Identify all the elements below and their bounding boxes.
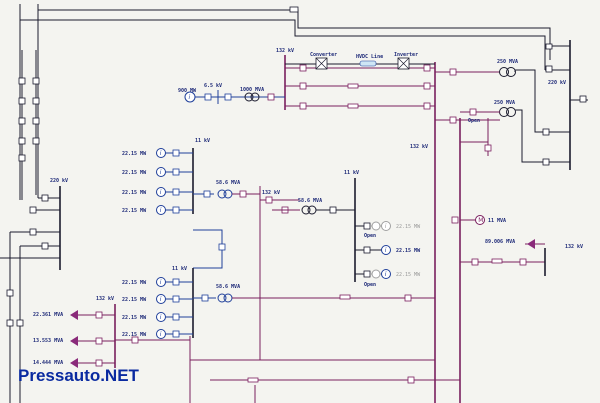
bus-132kv-top-label: 132 kV <box>276 48 294 54</box>
load-13-553mva-icon <box>70 336 78 346</box>
svg-text:i: i <box>385 247 387 254</box>
breakers-132kv <box>131 64 527 384</box>
bus-220kv-left-label: 220 kV <box>50 178 68 184</box>
svg-text:i: i <box>160 314 162 321</box>
bus-11kv-mid-label: 11 kV <box>344 170 359 176</box>
transformer-mid-icon <box>307 205 317 215</box>
converter-label: Converter <box>310 52 337 58</box>
upper-gen-1-label: 22.15 MW <box>122 151 147 157</box>
generator-900mw-label: 900 MW <box>178 88 197 94</box>
bus-11kv-lower-label: 11 kV <box>172 266 187 272</box>
bus-11kv-upper-label: 11 kV <box>195 138 210 144</box>
upper-gen-4-label: 22.15 MW <box>122 208 147 214</box>
transformer-upper-icon <box>223 189 233 199</box>
svg-text:i: i <box>160 150 162 157</box>
mid-11kv-gen-group: 58.6 MVA 11 kV i 22.15 MW Open i 22.15 M… <box>272 170 421 288</box>
bus-220kv-right-label: 220 kV <box>548 80 566 86</box>
motor-11mva-label: 11 MVA <box>488 218 506 224</box>
inverter-label: Inverter <box>394 52 418 58</box>
transformer-250mva-2-icon <box>506 107 516 117</box>
upper-gen-3-label: 22.15 MW <box>122 190 147 196</box>
lower-gen-2-label: 22.15 MW <box>122 297 147 303</box>
lower-gen-4-label: 22.15 MW <box>122 332 147 338</box>
left-loads: 22.361 MVA 13.553 MVA 14.444 MVA <box>33 310 115 368</box>
lower-gen-3-label: 22.15 MW <box>122 315 147 321</box>
svg-text:i: i <box>189 94 191 101</box>
top-gen-kv-label: 6.5 kV <box>204 83 222 89</box>
transformer-1000mva-icon <box>250 92 260 102</box>
svg-text:i: i <box>160 331 162 338</box>
transformer-lower-label: 58.6 MVA <box>216 284 240 290</box>
upper-gen-2-label: 22.15 MW <box>122 170 147 176</box>
svg-text:i: i <box>160 207 162 214</box>
watermark-text: Pressauto.NET <box>18 366 140 385</box>
svg-text:i: i <box>160 189 162 196</box>
load-13-553mva-label: 13.553 MVA <box>33 338 63 344</box>
open-label-mid-2: Open <box>364 282 376 288</box>
load-14-444mva-icon <box>70 358 78 368</box>
load-22-361mva-label: 22.361 MVA <box>33 312 63 318</box>
svg-text:i: i <box>385 223 387 230</box>
network-132kv <box>114 55 546 403</box>
transformer-lower-icon <box>223 293 233 303</box>
bus-132kv-load-label: 132 kV <box>96 296 114 302</box>
transformer-1000mva-label: 1000 MVA <box>240 87 264 93</box>
bus-132kv-right-label: 132 kV <box>565 244 583 250</box>
mid-gen-1-label: 22.15 MW <box>396 224 421 230</box>
transformer-250mva-1-label: 250 MVA <box>497 59 518 65</box>
svg-text:i: i <box>160 296 162 303</box>
mid-gen-3-label: 22.15 MW <box>396 272 421 278</box>
top-generator-group: i 900 MW 6.5 kV 1000 MVA <box>178 83 285 104</box>
svg-text:M: M <box>478 217 483 224</box>
open-label-right: Open <box>468 118 480 124</box>
lower-11kv-gen-group: i i i i 22.15 MW 22.15 MW 22.15 MW 22.15… <box>122 266 240 339</box>
load-89mva-icon <box>527 239 535 249</box>
transformer-upper-label: 58.6 MVA <box>216 180 240 186</box>
breakers-220kv <box>6 6 587 327</box>
hvdc-line-symbol <box>359 60 377 67</box>
transformer-250mva-1-icon <box>506 67 516 77</box>
right-transformers: 250 MVA 250 MVA Open <box>460 59 518 124</box>
motor-11mva-icon <box>475 215 485 225</box>
bus-132kv-gen-label: 132 kV <box>262 190 280 196</box>
bus-132kv-mid-label: 132 kV <box>410 144 428 150</box>
lower-gen-1-label: 22.15 MW <box>122 280 147 286</box>
svg-text:i: i <box>385 271 387 278</box>
transformer-250mva-2-label: 250 MVA <box>494 100 515 106</box>
svg-text:i: i <box>160 169 162 176</box>
mid-gen-2-label: 22.15 MW <box>396 248 421 254</box>
open-label-mid-1: Open <box>364 233 376 239</box>
load-22-361mva-icon <box>70 310 78 320</box>
upper-11kv-gen-group: i i i i 22.15 MW 22.15 MW 22.15 MW 22.15… <box>122 138 260 269</box>
right-loads: M 11 MVA 89.006 MVA <box>475 215 535 249</box>
svg-text:i: i <box>160 279 162 286</box>
generator-900mw-icon <box>184 91 196 103</box>
load-14-444mva-label: 14.444 MVA <box>33 360 63 366</box>
transformer-mid-label: 58.6 MVA <box>298 198 322 204</box>
hvdc-link: Converter HVDC Line Inverter <box>285 52 435 70</box>
hvdc-line-label: HVDC Line <box>356 54 383 60</box>
load-89mva-label: 89.006 MVA <box>485 239 515 245</box>
